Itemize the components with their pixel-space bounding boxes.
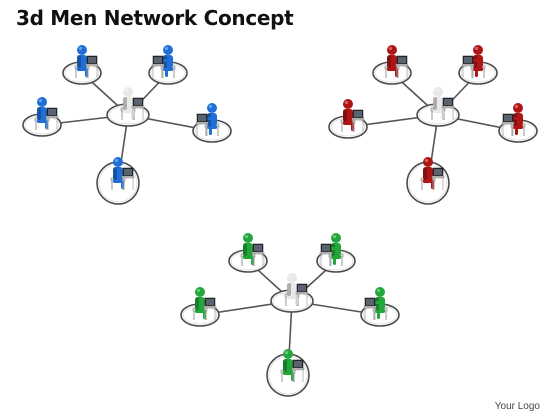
green-network-member-person	[192, 287, 217, 320]
blue-network-member-person	[74, 45, 99, 78]
green-network-member-laptop-icon	[291, 359, 305, 371]
blue-network	[22, 45, 232, 205]
green-network-hub-person	[284, 273, 309, 306]
blue-network-member-laptop-icon	[121, 167, 135, 179]
red-network-member-person	[420, 157, 445, 190]
red-network-hub-laptop-icon	[441, 97, 455, 109]
blue-network-member-laptop-icon	[195, 113, 209, 125]
blue-network-hub-laptop-icon	[131, 97, 145, 109]
red-network-member-laptop-icon	[461, 55, 475, 67]
red-network-member-laptop-icon	[431, 167, 445, 179]
red-network-member-laptop-icon	[501, 113, 515, 125]
green-network-member-person	[240, 233, 265, 266]
blue-network-member-person	[151, 45, 176, 78]
red-network-hub-person	[430, 87, 455, 120]
green-network-member-laptop-icon	[363, 297, 377, 309]
green-network-hub-laptop-icon	[295, 283, 309, 295]
blue-network-member-laptop-icon	[45, 107, 59, 119]
red-network-member-person	[384, 45, 409, 78]
blue-network-member-person	[34, 97, 59, 130]
red-network-member-person	[461, 45, 486, 78]
green-network-member-laptop-icon	[251, 243, 265, 255]
red-network-member-laptop-icon	[395, 55, 409, 67]
blue-network-member-laptop-icon	[151, 55, 165, 67]
blue-network-member-laptop-icon	[85, 55, 99, 67]
green-network-member-person	[280, 349, 305, 382]
green-network-member-laptop-icon	[319, 243, 333, 255]
blue-network-member-person	[195, 103, 220, 136]
green-network	[180, 233, 400, 397]
green-network-member-person	[319, 233, 344, 266]
green-network-member-laptop-icon	[203, 297, 217, 309]
red-network-member-laptop-icon	[351, 109, 365, 121]
blue-network-member-person	[110, 157, 135, 190]
green-network-member-person	[363, 287, 388, 320]
red-network	[328, 45, 538, 205]
page-title: 3d Men Network Concept	[16, 6, 294, 30]
red-network-member-person	[340, 99, 365, 132]
red-network-member-person	[501, 103, 526, 136]
blue-network-hub-person	[120, 87, 145, 120]
logo-placeholder: Your Logo	[494, 401, 540, 412]
